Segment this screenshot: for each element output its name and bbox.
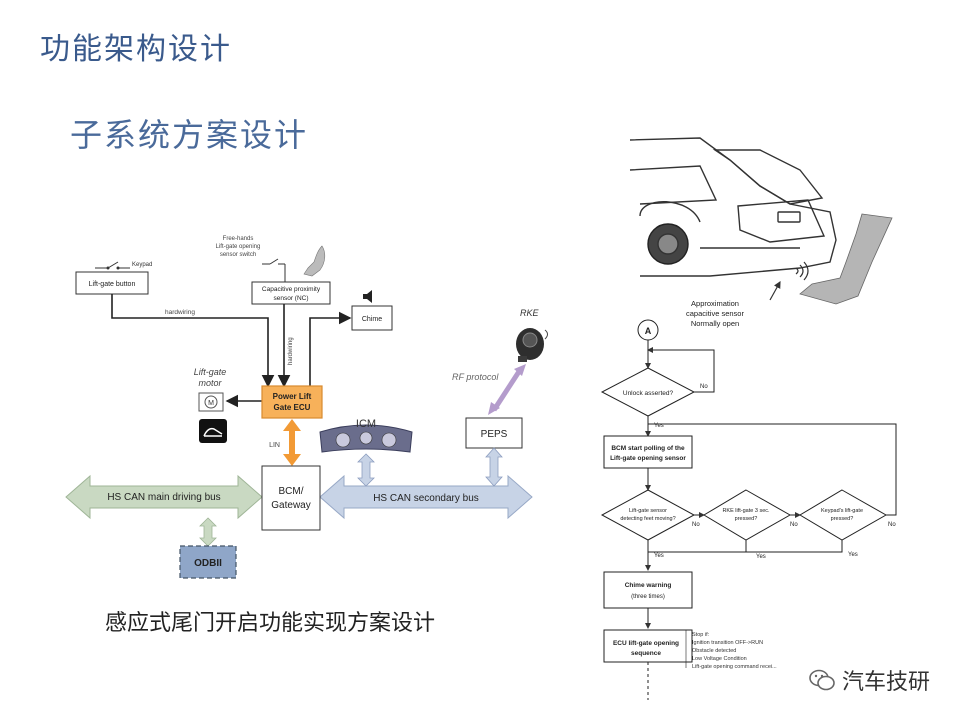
motor-label-2: motor: [198, 378, 222, 388]
icm-bus-link: [357, 453, 375, 487]
keypad-switch-icon: [95, 261, 130, 270]
unlock-yes-label: Yes: [654, 423, 664, 429]
bcm-polling-label-1: BCM start polling of the: [611, 445, 685, 452]
ecu-sequence-label-1: ECU lift-gate opening: [613, 640, 679, 647]
sensor-wave-icon: [795, 261, 809, 281]
rke-decision-label-2: pressed?: [735, 516, 758, 522]
icm-label: ICM: [356, 418, 376, 430]
chime-box: [351, 305, 393, 331]
keypad-label: Keypad: [132, 262, 152, 268]
odbii-bus-link: [199, 517, 217, 547]
sensor-label-3: Normally open: [691, 319, 739, 328]
speaker-icon: [363, 290, 372, 303]
d3-no-label: No: [888, 522, 896, 528]
feet-decision-label-2: detecting feet moving?: [620, 516, 675, 522]
unlock-no-label: No: [700, 384, 708, 390]
hardwiring-label: hardwiring: [165, 309, 195, 316]
icm-cluster-icon: [319, 424, 413, 453]
bcm-polling-label-2: Lift-gate opening sensor: [610, 455, 686, 462]
keypad-decision-label-1: Keypad's lift-gate: [821, 508, 863, 514]
power-liftgate-ecu-box: [261, 385, 323, 419]
odbii-label: ODBII: [194, 558, 222, 569]
chime-warning-label-2: (three times): [631, 594, 665, 600]
d1-no-label: No: [692, 522, 700, 528]
odbii-box: [179, 545, 237, 579]
cap-sensor-label-1: Capacitive proximity: [262, 286, 321, 293]
hardwiring-wire: [111, 294, 275, 388]
hardwiring-vertical-label: hardwiring: [288, 337, 294, 365]
d1-yes-label: Yes: [654, 553, 664, 559]
sub-title: 子系统方案设计: [70, 116, 309, 154]
sensor-label-1: Approximation: [691, 299, 739, 308]
watermark: 汽车技研: [808, 664, 930, 696]
peps-label: PEPS: [481, 429, 508, 440]
feet-decision-label-1: Lift-gate sensor: [629, 508, 667, 514]
hs-main-label: HS CAN main driving bus: [107, 492, 220, 503]
right-flowchart-diagram: Approximation capacitive sensor Normally…: [600, 137, 897, 700]
rke-decision-label-1: RKE lift-gate 3 sec.: [722, 508, 770, 514]
watermark-text: 汽车技研: [841, 670, 930, 695]
wechat-icon: [809, 669, 835, 691]
car-rear-illustration: [629, 137, 837, 277]
lin-link: [283, 419, 301, 466]
d3-yes-label: Yes: [848, 552, 858, 558]
chime-warning-label-1: Chime warning: [625, 582, 672, 589]
rke-fob-icon: [516, 328, 548, 362]
bcm-gateway-box: [261, 465, 321, 531]
capacitive-sensor-box: [251, 281, 331, 305]
left-architecture-diagram: Keypad Lift-gate button Free-hands Lift-…: [65, 236, 548, 579]
page-title: 功能架构设计: [40, 32, 232, 67]
switch-label-1: Free-hands: [223, 236, 254, 242]
d2-no-label: No: [790, 522, 798, 528]
stop-condition-1: Ignition transition OFF->RUN: [692, 640, 763, 646]
chime-label: Chime: [362, 316, 382, 323]
stop-condition-2: Obstacle detected: [692, 648, 736, 654]
cap-sensor-label-2: sensor (NC): [273, 295, 308, 302]
rf-protocol-label: RF protocol: [452, 372, 499, 382]
switch-label-2: Lift-gate opening: [216, 244, 261, 250]
liftgate-icon: [199, 419, 227, 443]
rke-label: RKE: [520, 308, 540, 318]
stop-condition-4: Lift-gate opening command recei...: [692, 664, 777, 670]
d2-yes-label: Yes: [756, 554, 766, 560]
stop-condition-3: Low Voltage Condition: [692, 656, 747, 662]
ecu-sequence-label-2: sequence: [631, 650, 661, 657]
foot-icon: [303, 245, 326, 277]
chime-wire: [309, 311, 352, 386]
rf-link: [491, 368, 523, 412]
bcm-label-1: BCM/: [279, 486, 304, 497]
flow-start-label: A: [645, 326, 652, 336]
caption: 感应式尾门开启功能实现方案设计: [105, 611, 436, 636]
stop-if-label: Stop if:: [692, 632, 710, 638]
lin-label: LIN: [269, 442, 280, 449]
hs-secondary-label: HS CAN secondary bus: [373, 493, 479, 504]
motor-label-1: Lift-gate: [194, 367, 227, 377]
leg-icon: [799, 213, 893, 305]
sensor-switch-icon: [262, 258, 286, 282]
hs-can-secondary-bus: [319, 474, 533, 520]
peps-box: [465, 417, 523, 449]
liftgate-button-label: Lift-gate button: [89, 281, 136, 288]
keypad-decision-label-2: pressed?: [831, 516, 854, 522]
motor-symbol: M: [208, 400, 214, 407]
sensor-label-2: capacitive sensor: [686, 309, 744, 318]
unlock-decision-label: Unlock asserted?: [623, 390, 674, 397]
bcm-label-2: Gateway: [271, 500, 310, 511]
peps-bus-link: [485, 447, 503, 487]
ecu-label-2: Gate ECU: [274, 403, 311, 412]
switch-label-3: sensor switch: [220, 252, 256, 258]
ecu-label-1: Power Lift: [273, 392, 312, 401]
